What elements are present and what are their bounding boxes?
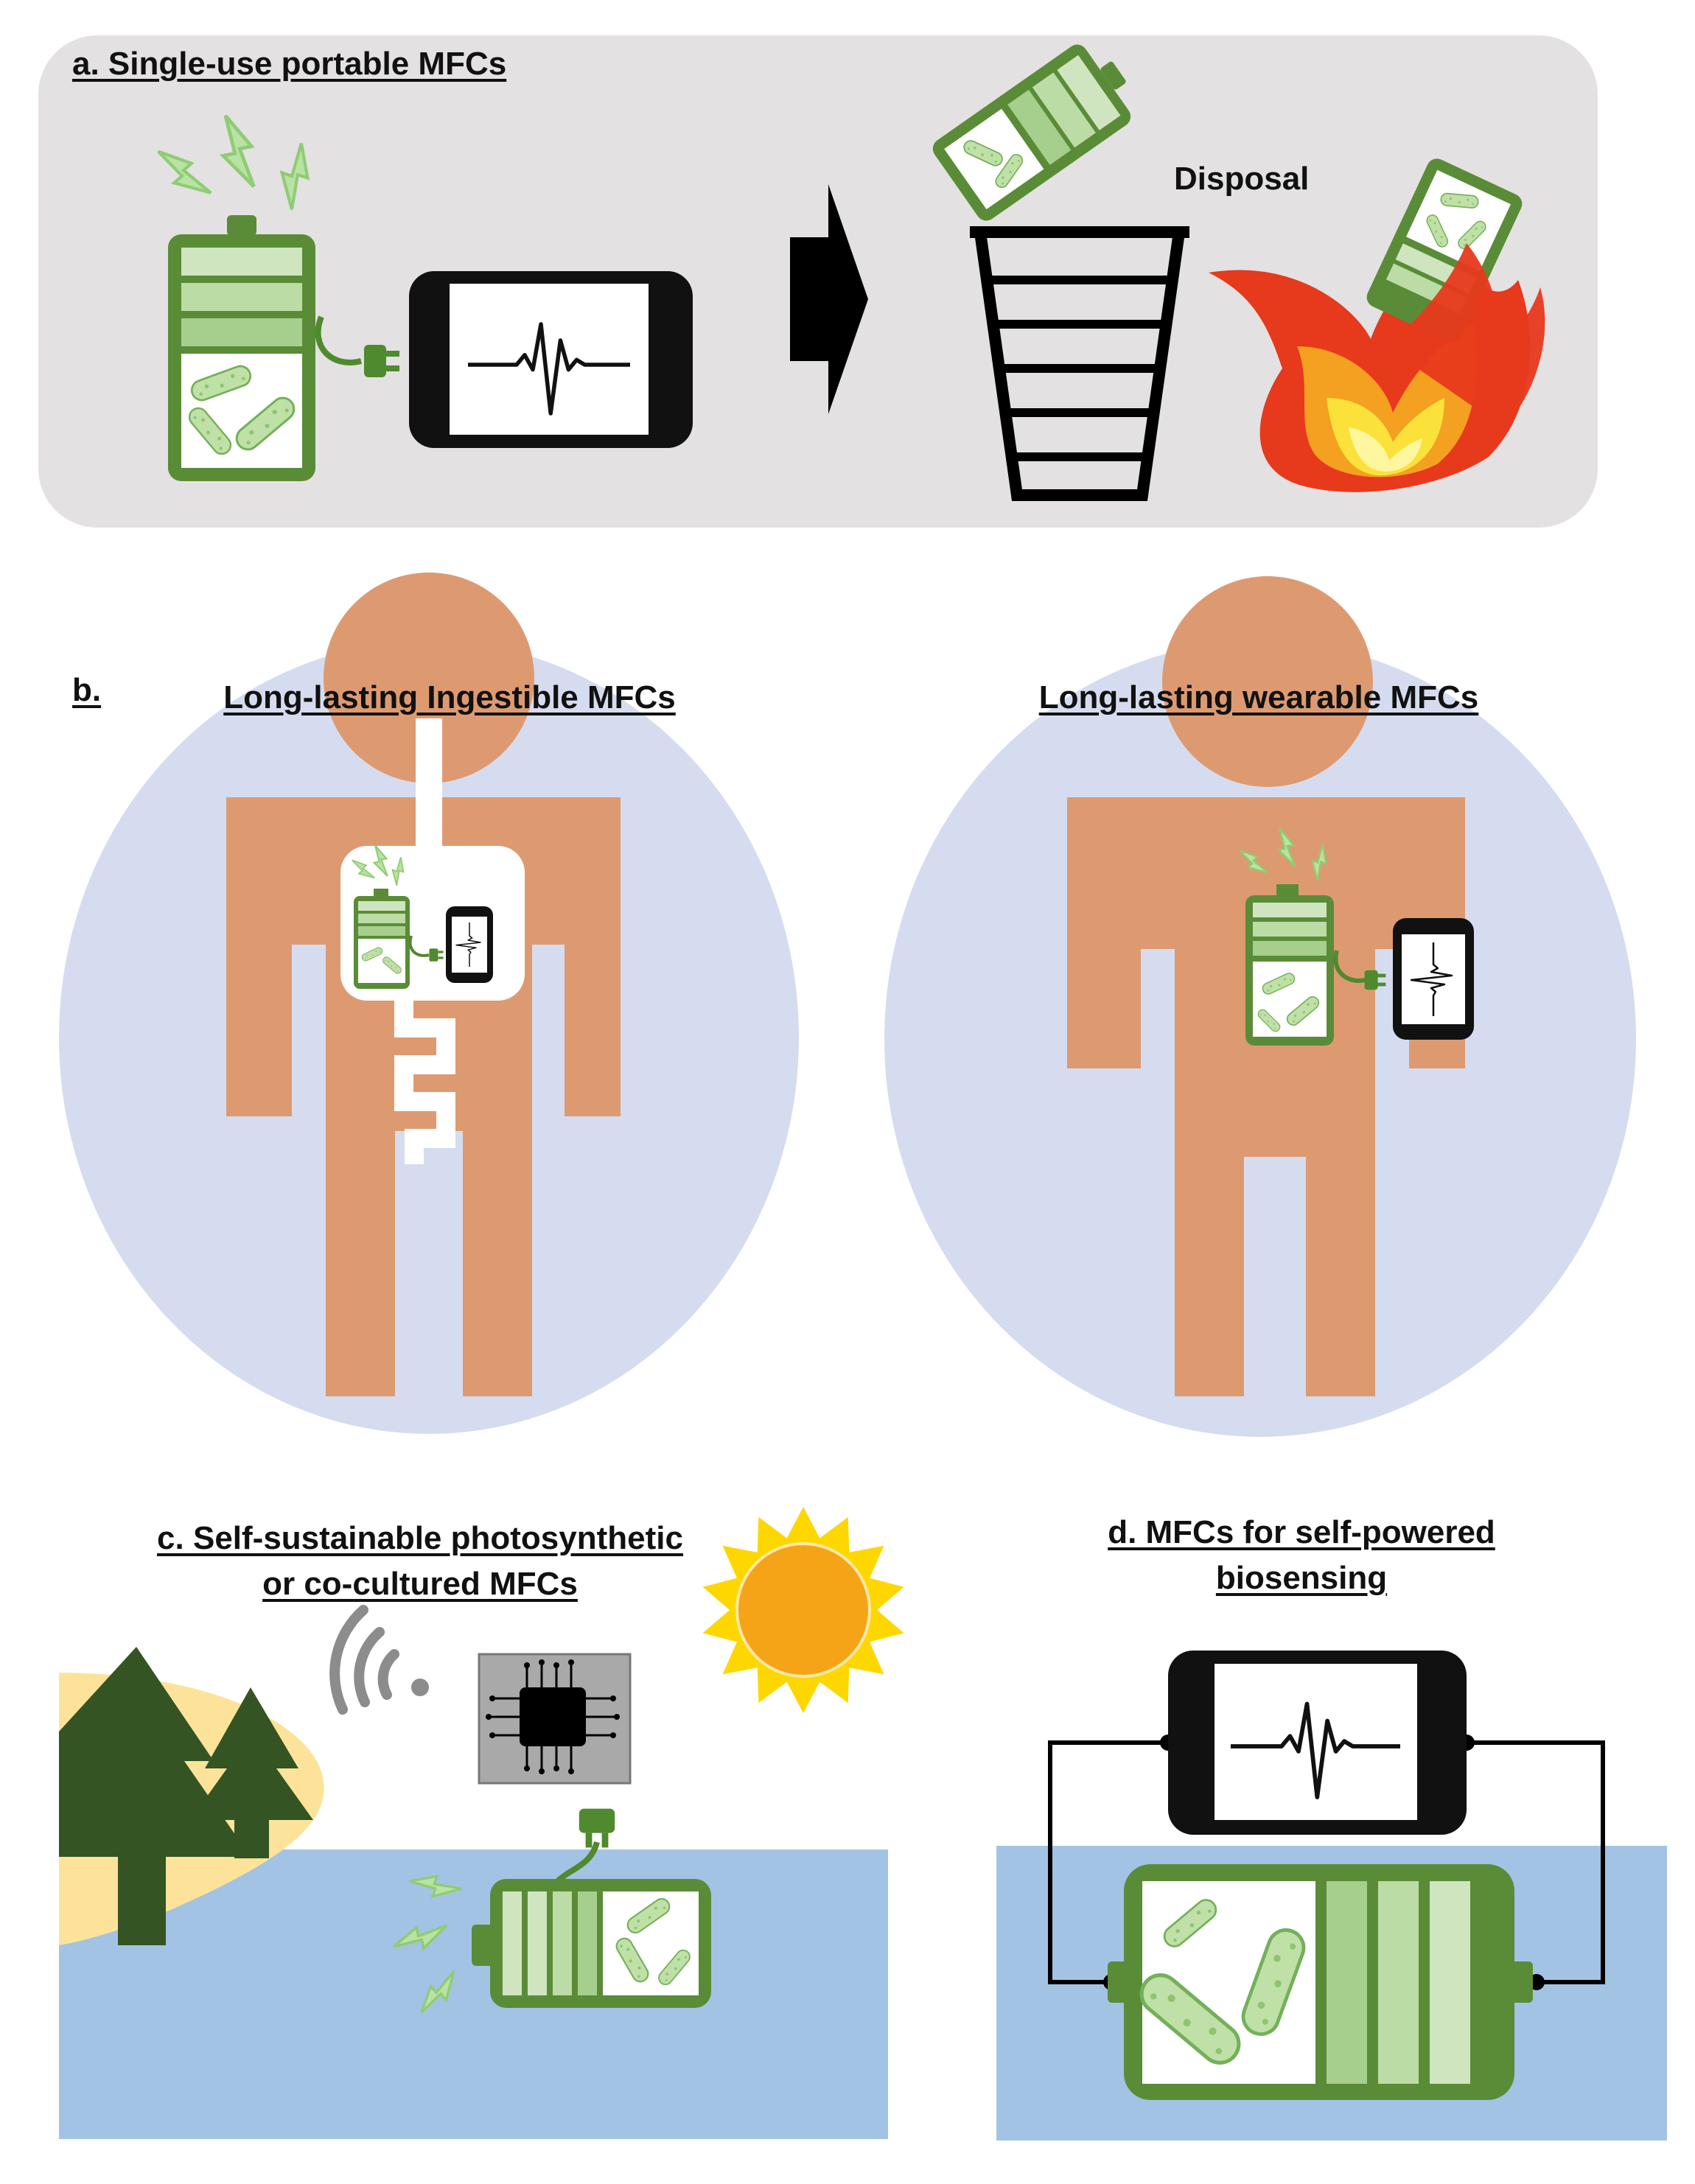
sun-disc	[735, 1542, 871, 1678]
plug-icon	[579, 1808, 615, 1848]
trash-bin-icon	[970, 226, 1189, 501]
panel-b	[59, 573, 1636, 1437]
battery-icon	[472, 1879, 711, 2008]
panel-a-title: a. Single-use portable MFCs	[72, 46, 507, 82]
cable-icon	[1333, 950, 1366, 983]
disposal-label: Disposal	[1174, 161, 1310, 197]
battery-icon	[1245, 884, 1334, 1046]
smartphone-icon	[446, 906, 493, 983]
flame-front-icon	[1385, 243, 1545, 427]
panel-d-title-line2: biosensing	[1215, 1560, 1388, 1596]
panel-a	[38, 35, 1598, 528]
arrow-right-icon	[790, 184, 868, 414]
smartphone-icon	[1393, 918, 1474, 1040]
wifi-icon	[329, 1605, 429, 1715]
smartphone-icon	[1168, 1651, 1467, 1835]
panel-d-title-line1: d. MFCs for self-powered	[1108, 1514, 1495, 1550]
smartphone-icon	[409, 271, 693, 448]
panel-c-title-line2: or co-cultured MFCs	[262, 1566, 578, 1602]
tree-icon	[59, 1647, 251, 1945]
human-body-icon	[1067, 576, 1465, 1396]
tree-icon	[190, 1687, 313, 1858]
panel-b-ingestible-title: Long-lasting Ingestible MFCs	[223, 679, 676, 715]
battery-icon	[168, 215, 315, 481]
microchip-icon	[478, 1653, 632, 1785]
sun-icon	[702, 1507, 904, 1713]
panel-b-wearable-title: Long-lasting wearable MFCs	[1038, 679, 1479, 715]
cable-icon	[408, 935, 430, 957]
panel-b-label: b.	[72, 672, 102, 708]
battery-icon	[932, 44, 1131, 221]
battery-icon	[1108, 1864, 1533, 2100]
panel-d	[996, 1651, 1667, 2141]
cable-icon	[315, 315, 362, 365]
panel-c-title-line1: c. Self-sustainable photosynthetic	[157, 1520, 683, 1556]
battery-icon	[354, 889, 410, 989]
panel-c	[59, 1507, 904, 2139]
circuit-wire-icon	[1048, 1740, 1605, 1984]
